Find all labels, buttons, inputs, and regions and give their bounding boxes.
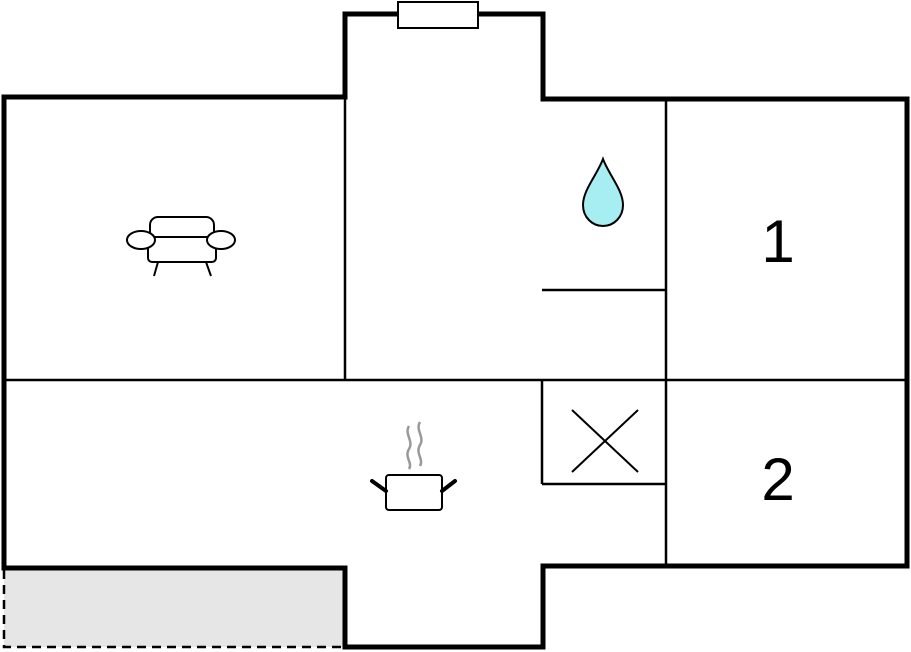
interior-walls [4,97,907,568]
steam [406,421,423,470]
cross-icon [571,409,639,473]
sofa-icon [126,216,236,277]
terrace-fill [4,570,346,647]
room-label-2: 2 [761,446,794,513]
terrace-dashed-border [2,570,346,649]
cooking-pot-icon [370,421,457,511]
terrace [2,570,346,649]
water-drop-icon [581,156,625,228]
exterior-walls [1,11,910,650]
room-label-1: 1 [761,208,794,275]
window-icon [397,1,479,29]
